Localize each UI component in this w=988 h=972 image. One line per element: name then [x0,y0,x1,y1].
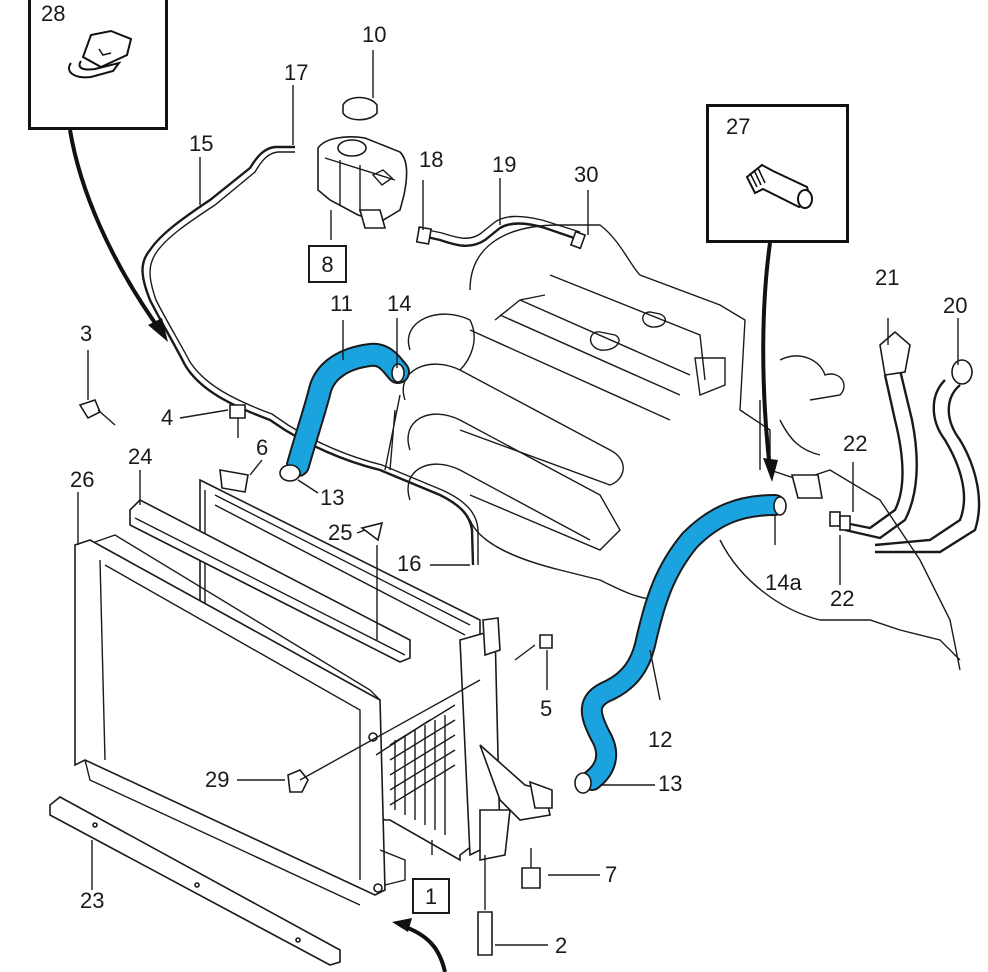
callout-6: 6 [256,435,269,460]
callout-10: 10 [362,22,387,47]
callout-1: 1 [412,878,450,914]
inset-27-arrowhead [763,458,778,482]
bottom-arrowhead [392,918,412,932]
callout-23: 23 [80,888,105,913]
callout-15: 15 [189,131,214,156]
fan-shroud [74,534,406,906]
callout-24: 24 [128,444,153,469]
engine-block [384,224,961,671]
vent-pipe [141,145,479,566]
callout-22-upper: 22 [843,431,868,456]
inset-27-arrow [761,242,772,471]
callout-14a: 14a [765,570,802,595]
hose-clamp [574,772,592,794]
callout-22-lower: 22 [830,586,855,611]
fasteners [78,399,553,956]
callout-25: 25 [328,520,353,545]
bottom-arrow [399,923,447,972]
callout-29: 29 [205,767,230,792]
callout-16: 16 [397,551,422,576]
inset-27-hose-connector: 27 [706,104,849,243]
hose-19 [415,215,587,250]
heater-hoses [790,330,981,554]
callout-13-upper: 13 [320,485,345,510]
callout-3: 3 [80,321,93,346]
leader-lines [77,50,959,946]
lower-deflector [49,796,341,966]
callout-7: 7 [605,862,618,887]
callout-20: 20 [943,293,968,318]
expansion-tank-cap [342,96,378,121]
callout-18: 18 [419,147,444,172]
callout-17: 17 [284,60,309,85]
spring-clip-icon [68,29,133,79]
callout-5: 5 [540,696,553,721]
callout-30: 30 [574,162,599,187]
callout-21: 21 [875,265,900,290]
callout-4: 4 [161,405,174,430]
inset-28-spring-clip: 28 [28,0,168,130]
callout-19: 19 [492,152,517,177]
hose-clamp [391,363,405,383]
callout-14: 14 [387,291,412,316]
callout-2: 2 [555,933,568,958]
inset-27-label: 27 [726,114,751,139]
callout-8: 8 [308,245,347,283]
lower-radiator-hose-fill [582,496,784,789]
hose-clamp [279,464,301,482]
callout-26: 26 [70,467,95,492]
callout-13-lower: 13 [658,771,683,796]
callout-11: 11 [330,291,353,316]
upper-radiator-hose-fill [288,344,408,475]
callout-12: 12 [648,727,673,752]
expansion-tank [317,136,408,229]
inset-28-arrow [68,129,162,332]
inset-28-arrowhead [148,318,168,342]
hose-clamp [773,496,787,516]
hose-connector-icon [745,163,813,209]
inset-28-label: 28 [41,1,66,26]
